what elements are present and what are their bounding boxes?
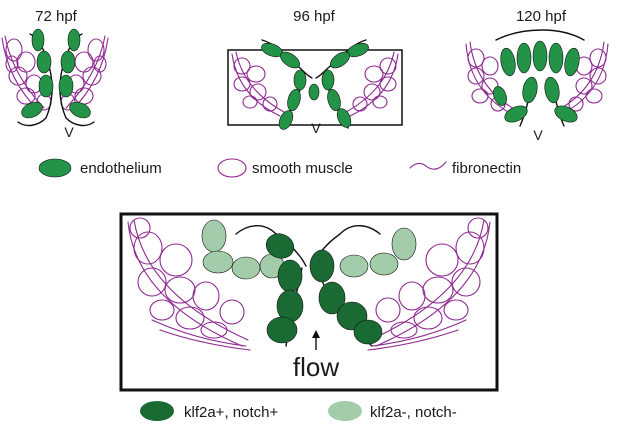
endothelial-cells-96 (261, 42, 369, 130)
legend-bottom: klf2a+, notch+ klf2a-, notch- (140, 401, 457, 421)
valve-marker-96: V (311, 120, 321, 136)
zoom-region-box (227, 49, 403, 126)
valve-marker-72: V (64, 124, 74, 140)
panel-120hpf: V (465, 29, 609, 143)
smooth-muscle-cells-120 (467, 48, 607, 112)
fibronectin-fiber-icon (409, 161, 447, 170)
zoom-panel: flow (119, 212, 499, 392)
endothelial-cells-72 (21, 28, 91, 119)
klf2a-positive-cells (265, 233, 383, 345)
smooth-muscle-cells-96 (233, 57, 397, 112)
legend-fibronectin-label: fibronectin (452, 160, 521, 177)
legend-klf2a-negative-label: klf2a-, notch- (370, 404, 457, 421)
stage-label-72hpf: 72 hpf (35, 8, 78, 25)
klf2a-positive-cell-icon (140, 401, 174, 421)
endothelial-cells-120 (493, 40, 580, 123)
stage-label-120hpf: 120 hpf (516, 8, 567, 25)
legend-smooth-muscle-label: smooth muscle (252, 160, 353, 177)
legend-klf2a-positive-label: klf2a+, notch+ (184, 404, 278, 421)
endothelial-edge-top-120 (495, 29, 585, 41)
legend-endothelium-label: endothelium (80, 160, 162, 177)
valve-marker-120: V (533, 127, 543, 143)
flow-label: flow (293, 352, 339, 382)
fibronectin-fibers-96 (231, 51, 399, 117)
panel-96hpf: V (227, 39, 403, 136)
panel-72hpf: V (1, 28, 109, 140)
klf2a-negative-cells (201, 219, 417, 280)
flow-arrow (312, 330, 320, 350)
fibronectin-fibers-zoom (127, 219, 491, 351)
endothelium-cell-icon (38, 158, 72, 178)
legend-top: endothelium smooth muscle fibronectin (38, 158, 521, 178)
stage-label-96hpf: 96 hpf (293, 8, 336, 25)
klf2a-negative-cell-icon (328, 401, 362, 421)
zoom-panel-frame (119, 212, 499, 392)
smooth-muscle-cell-icon (217, 158, 247, 178)
